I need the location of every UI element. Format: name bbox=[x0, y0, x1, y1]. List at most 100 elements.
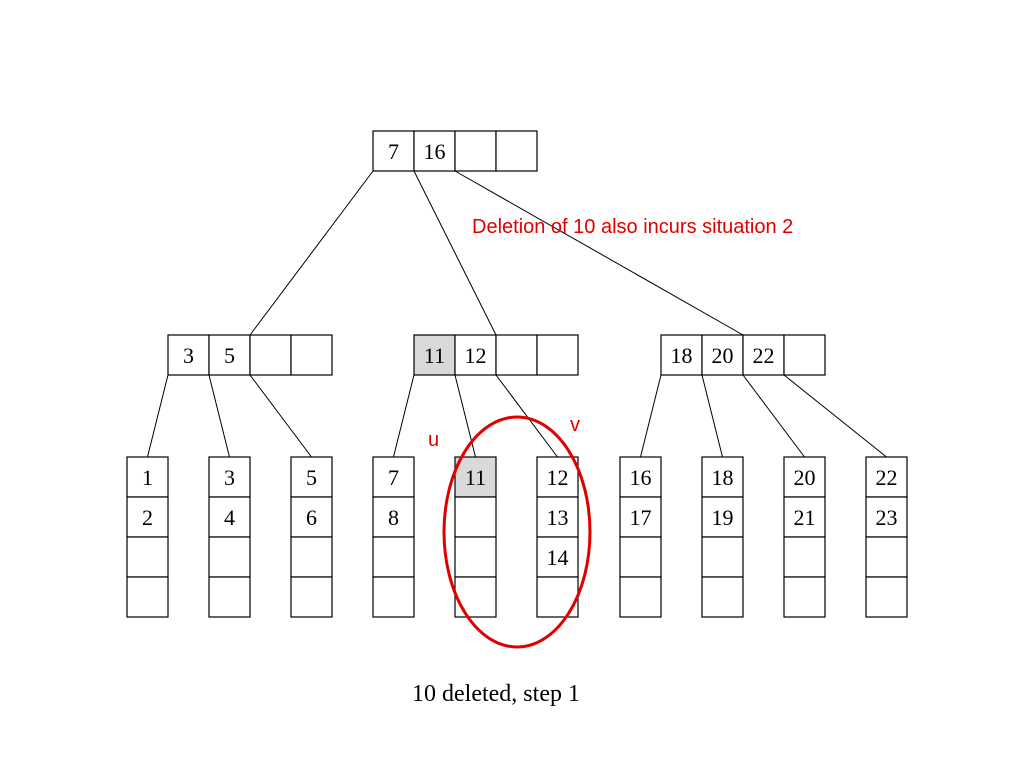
internal-node-slot bbox=[454, 334, 497, 376]
internal-node-slot bbox=[660, 334, 703, 376]
leaf-node: 78 bbox=[372, 456, 415, 618]
edge-root-internal bbox=[454, 170, 744, 336]
leaf-node-key: 23 bbox=[876, 505, 898, 530]
internal-node-slot bbox=[742, 334, 785, 376]
edge-root-internal bbox=[413, 170, 497, 336]
internal-node-key: 22 bbox=[753, 343, 775, 368]
leaf-node-slot bbox=[865, 496, 908, 538]
leaf-node-slot bbox=[126, 456, 169, 498]
leaf-node-key: 16 bbox=[630, 465, 652, 490]
edge-internal-leaf bbox=[454, 374, 476, 458]
internal-node-key: 3 bbox=[183, 343, 194, 368]
internal-node-slot bbox=[167, 334, 210, 376]
leaf-node-slot bbox=[126, 576, 169, 618]
edge-internal-leaf bbox=[640, 374, 662, 458]
root-node-slot bbox=[413, 130, 456, 172]
internal-node-slot bbox=[701, 334, 744, 376]
leaf-node-slot bbox=[208, 536, 251, 578]
internal-node-slot bbox=[783, 334, 826, 376]
leaf-node: 12 bbox=[126, 456, 169, 618]
root-node-slot bbox=[372, 130, 415, 172]
leaf-node: 34 bbox=[208, 456, 251, 618]
leaf-node-slot bbox=[126, 496, 169, 538]
leaf-node-slot bbox=[619, 496, 662, 538]
caption: 10 deleted, step 1 bbox=[412, 681, 580, 707]
leaf-node-slot bbox=[619, 536, 662, 578]
edge-internal-leaf bbox=[393, 374, 415, 458]
edge-internal-leaf bbox=[701, 374, 723, 458]
leaf-node-key: 4 bbox=[224, 505, 235, 530]
leaf-node-slot bbox=[290, 456, 333, 498]
leaf-node-key: 8 bbox=[388, 505, 399, 530]
internal-node: 11 12 bbox=[413, 334, 579, 376]
label-u: u bbox=[428, 429, 439, 451]
leaf-node: 11 bbox=[454, 456, 497, 618]
tree-edges bbox=[147, 170, 887, 458]
root-node-slot bbox=[454, 130, 497, 172]
leaf-node-key: 2 bbox=[142, 505, 153, 530]
leaf-node-slot bbox=[372, 536, 415, 578]
leaf-node-slot bbox=[536, 536, 579, 578]
leaf-node-slot bbox=[865, 576, 908, 618]
leaf-node-slot bbox=[290, 576, 333, 618]
leaf-node-slot bbox=[783, 496, 826, 538]
leaf-node-slot bbox=[783, 576, 826, 618]
annotation-text: Deletion of 10 also incurs situation 2 bbox=[472, 216, 793, 238]
internal-node-slot bbox=[290, 334, 333, 376]
leaf-node-key: 5 bbox=[306, 465, 317, 490]
edge-internal-leaf bbox=[147, 374, 169, 458]
leaf-node-slot bbox=[454, 496, 497, 538]
edge-internal-leaf bbox=[208, 374, 230, 458]
internal-node-slot bbox=[536, 334, 579, 376]
merge-circle bbox=[442, 415, 592, 649]
leaf-node-slot bbox=[372, 456, 415, 498]
root-node-key: 16 bbox=[424, 139, 446, 164]
leaf-node-key: 1 bbox=[142, 465, 153, 490]
internal-node-key: 5 bbox=[224, 343, 235, 368]
edge-internal-leaf bbox=[249, 374, 312, 458]
leaf-node-slot bbox=[372, 576, 415, 618]
root-node-slot bbox=[495, 130, 538, 172]
leaf-node-slot bbox=[536, 576, 579, 618]
leaf-node-slot bbox=[619, 576, 662, 618]
leaf-node-slot bbox=[290, 536, 333, 578]
internal-node-slot bbox=[495, 334, 538, 376]
edge-internal-leaf bbox=[742, 374, 805, 458]
edge-internal-leaf bbox=[783, 374, 887, 458]
leaf-node-slot bbox=[701, 456, 744, 498]
leaf-node-slot bbox=[783, 456, 826, 498]
leaf-node-slot bbox=[454, 456, 497, 498]
edge-root-internal bbox=[249, 170, 374, 336]
leaf-node-slot bbox=[454, 536, 497, 578]
internal-node-slot bbox=[249, 334, 292, 376]
label-v: v bbox=[570, 414, 580, 436]
leaf-node-slot bbox=[865, 536, 908, 578]
leaf-node-slot bbox=[536, 456, 579, 498]
leaf-node-key: 22 bbox=[876, 465, 898, 490]
leaf-node-key: 20 bbox=[794, 465, 816, 490]
leaf-node: 56 bbox=[290, 456, 333, 618]
leaf-node-slot bbox=[536, 496, 579, 538]
leaf-node-slot bbox=[619, 456, 662, 498]
leaf-node-key: 21 bbox=[794, 505, 816, 530]
leaf-node-slot bbox=[454, 576, 497, 618]
internal-node-key: 11 bbox=[424, 343, 445, 368]
leaf-node-key: 11 bbox=[465, 465, 486, 490]
internal-node-key: 20 bbox=[712, 343, 734, 368]
leaf-node-key: 19 bbox=[712, 505, 734, 530]
leaf-node-slot bbox=[701, 576, 744, 618]
leaf-node-key: 14 bbox=[547, 545, 569, 570]
leaf-node-slot bbox=[126, 536, 169, 578]
internal-node-key: 12 bbox=[465, 343, 487, 368]
internal-node-slot bbox=[413, 334, 456, 376]
leaf-node: 22 23 bbox=[865, 456, 908, 618]
